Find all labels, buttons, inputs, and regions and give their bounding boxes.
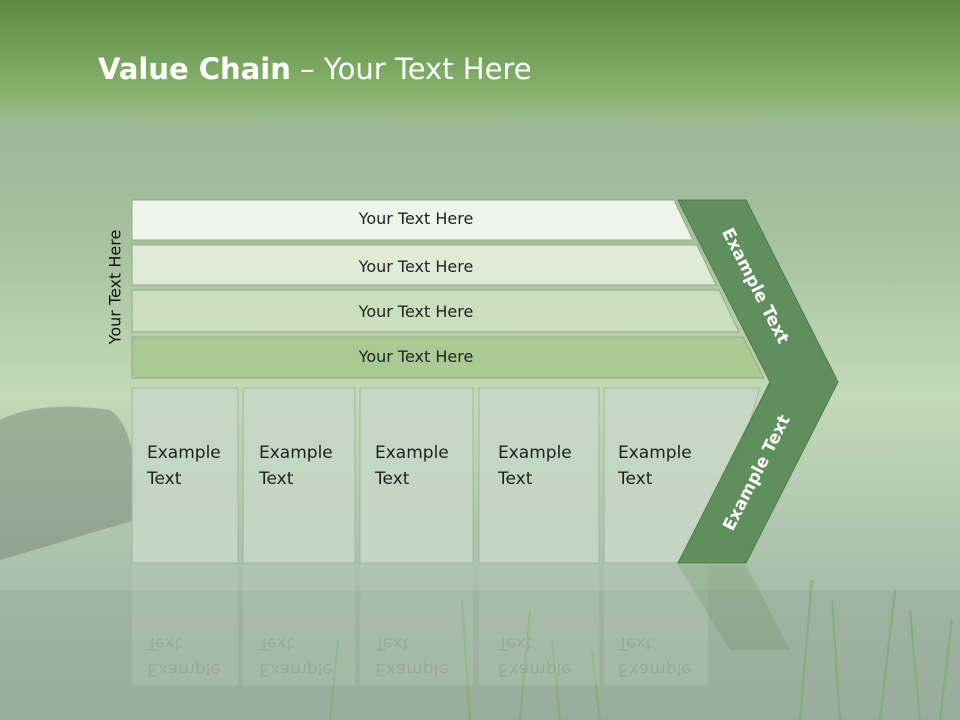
column-label-reflection-4-line1: Example [498,659,572,679]
column-label-1-line1: Example [147,443,221,463]
title-bold: Value Chain [98,52,291,86]
column-box-3[interactable] [359,387,474,564]
column-label-1-line2: Text [147,469,182,489]
row-bar-2[interactable] [131,244,717,286]
column-label-reflection-3: Example Text [375,630,449,682]
row-bar-3[interactable] [131,289,740,333]
column-reflection-2 [242,564,356,686]
column-label-reflection-1: Example Text [147,630,221,682]
column-label-5: Example Text [618,440,692,492]
column-box-2[interactable] [242,387,356,564]
row-label-2: Your Text Here [358,257,474,276]
chevron-reflection [678,565,790,650]
column-label-5-line1: Example [618,443,692,463]
column-label-3: Example Text [375,440,449,492]
title-rest: – Your Text Here [290,52,532,86]
column-reflection-4 [478,564,600,686]
row-bar-1[interactable] [131,199,694,241]
column-box-4[interactable] [478,387,600,564]
column-label-4-line1: Example [498,443,572,463]
column-reflection-1 [131,564,239,686]
column-label-reflection-5: Example Text [618,630,692,682]
column-box-1[interactable] [131,387,239,564]
column-label-3-line1: Example [375,443,449,463]
column-label-reflection-4-line2: Text [498,633,533,653]
column-label-4-line2: Text [498,469,533,489]
chevron-arrow[interactable] [677,199,839,564]
row-label-4: Your Text Here [358,347,474,366]
column-reflection-5 [603,564,709,686]
column-label-reflection-4: Example Text [498,630,572,682]
column-reflection-3 [359,564,474,686]
column-label-4: Example Text [498,440,572,492]
column-label-reflection-1-line2: Text [147,633,182,653]
row-label-1: Your Text Here [358,209,474,228]
column-label-1: Example Text [147,440,221,492]
column-label-5-line2: Text [618,469,653,489]
column-label-2: Example Text [259,440,333,492]
column-label-2-line1: Example [259,443,333,463]
column-label-reflection-3-line2: Text [375,633,410,653]
row-label-3: Your Text Here [358,302,474,321]
column-label-reflection-3-line1: Example [375,659,449,679]
column-label-reflection-2-line2: Text [259,633,294,653]
slide-title: Value Chain – Your Text Here [98,52,532,86]
row-bar-4[interactable] [131,336,765,379]
column-label-2-line2: Text [259,469,294,489]
column-label-3-line2: Text [375,469,410,489]
column-label-reflection-2-line1: Example [259,659,333,679]
column-label-reflection-2: Example Text [259,630,333,682]
column-label-reflection-5-line1: Example [618,659,692,679]
column-label-reflection-1-line1: Example [147,659,221,679]
column-label-reflection-5-line2: Text [618,633,653,653]
